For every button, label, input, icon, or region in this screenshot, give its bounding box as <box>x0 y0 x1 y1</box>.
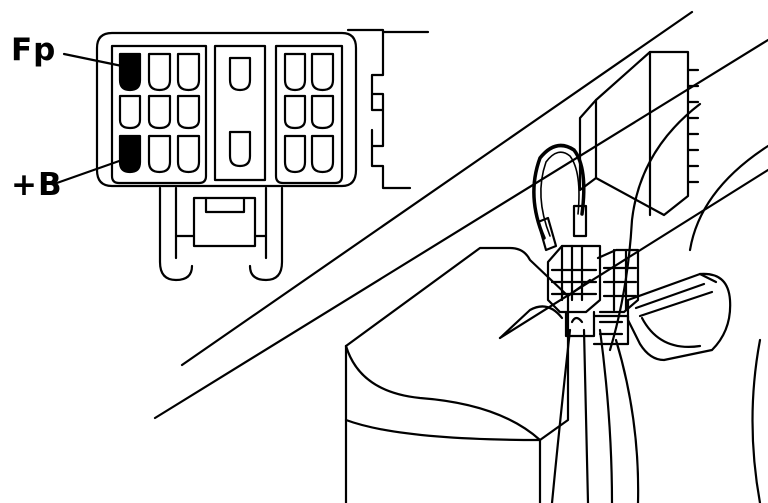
terminal-pin <box>228 56 252 92</box>
terminal-pin <box>176 94 201 130</box>
pin-block-right <box>274 44 344 185</box>
jumper-probe <box>536 216 558 252</box>
ribbed-component <box>578 50 700 217</box>
hose-curve <box>751 338 762 503</box>
connector-cover-cap <box>626 272 732 362</box>
pin-block-center <box>213 44 267 182</box>
engine-bay-scene <box>153 10 768 503</box>
body-panel-edge <box>180 10 694 367</box>
body-panel-edge-inner <box>153 38 768 420</box>
terminal-pin <box>147 94 172 130</box>
connector-lock-latch <box>158 186 284 282</box>
terminal-pins-right <box>283 52 335 174</box>
terminal-pin <box>310 52 335 92</box>
terminal-pin <box>283 134 307 174</box>
leader-line-plus-b <box>52 158 124 186</box>
wiring-harness <box>582 328 590 503</box>
callout-plus-b: +B <box>11 167 63 203</box>
hose-curve <box>608 102 702 352</box>
connector-housing <box>95 31 358 188</box>
terminal-pin <box>283 94 307 130</box>
terminal-pin <box>310 134 335 174</box>
wiring-harness <box>598 328 614 503</box>
hose-curve <box>688 144 768 252</box>
callout-fp: Fp <box>11 32 57 68</box>
terminal-pins-center <box>228 56 252 168</box>
jumper-probe <box>572 204 588 238</box>
terminal-pin <box>176 52 201 92</box>
terminal-pin <box>176 134 201 174</box>
terminal-pin <box>310 94 335 130</box>
terminal-pin <box>147 134 172 174</box>
wiring-harness <box>614 338 640 503</box>
terminal-pin <box>147 52 172 92</box>
terminal-fp <box>118 52 142 92</box>
terminal-plus-b <box>118 134 142 174</box>
check-connector <box>546 244 640 346</box>
wiring-harness <box>550 328 572 503</box>
pin-block-left <box>110 44 208 185</box>
body-panel-edge-lower <box>498 168 768 340</box>
connector-closeup <box>52 28 430 282</box>
terminal-pin <box>228 130 252 168</box>
leader-line-fp <box>62 52 124 68</box>
jumper-wire <box>532 143 588 252</box>
terminal-pins-left <box>118 52 201 174</box>
fuse-relay-box <box>344 246 592 503</box>
connector-side-profile <box>346 28 430 190</box>
terminal-pin <box>118 94 142 130</box>
terminal-pin <box>283 52 307 92</box>
